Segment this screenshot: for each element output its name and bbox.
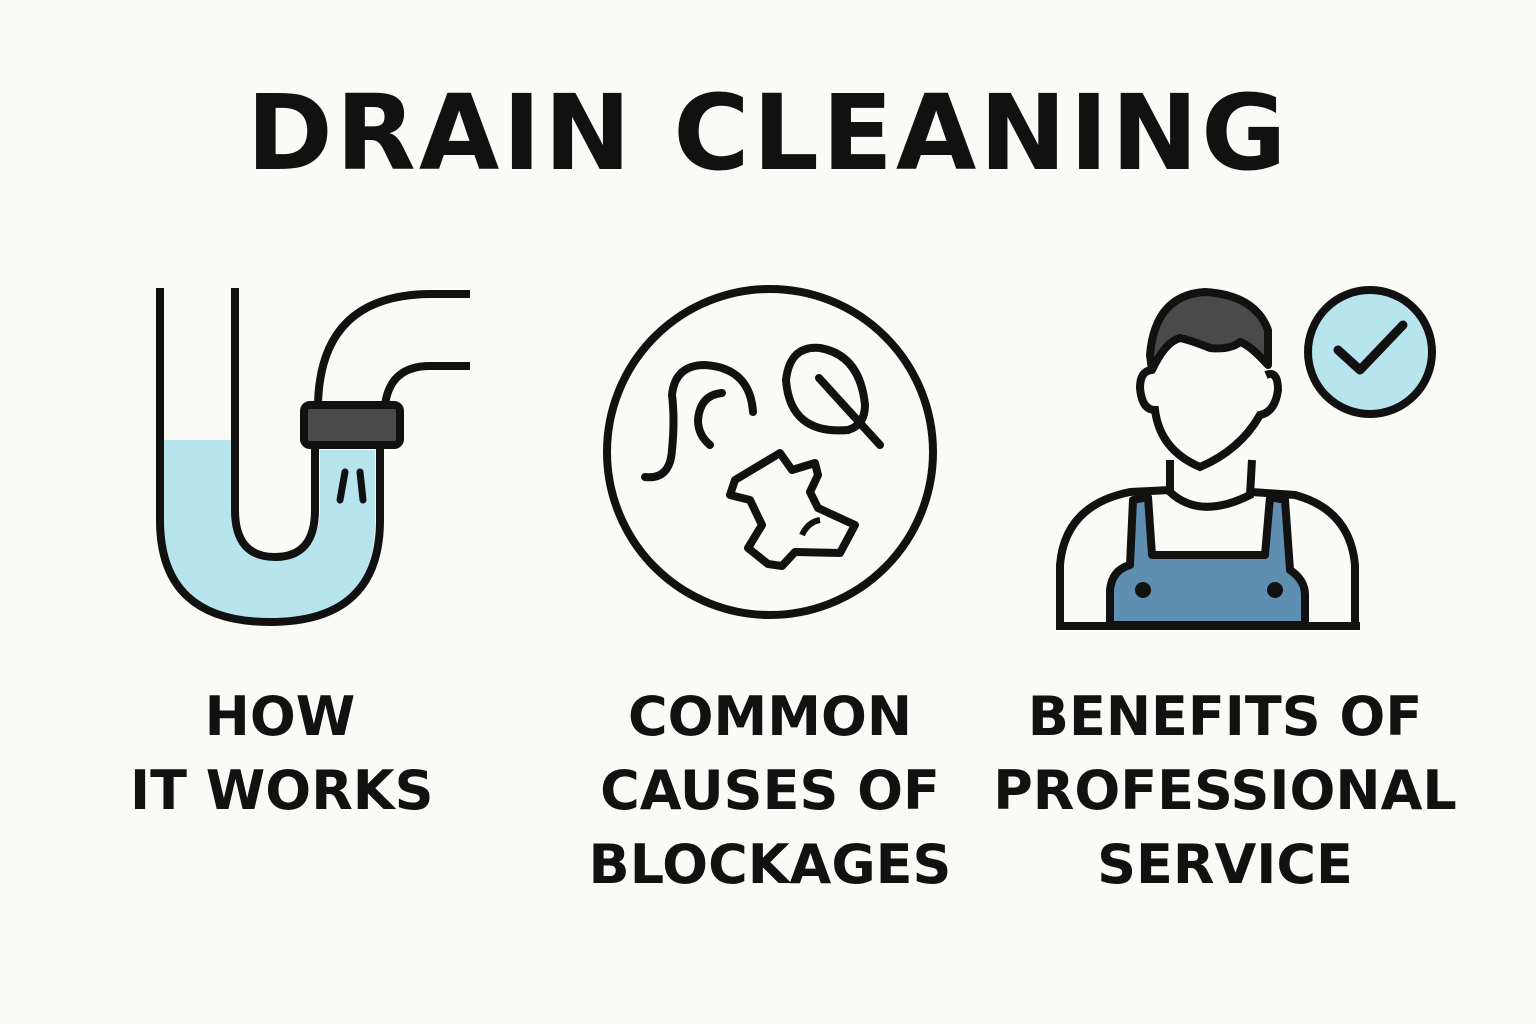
caption-line: BENEFITS OF	[1027, 685, 1423, 748]
caption-benefits: BENEFITS OF PROFESSIONAL SERVICE	[990, 680, 1460, 902]
caption-line: COMMON	[627, 685, 913, 748]
debris-circle-icon	[603, 285, 937, 619]
caption-common-causes: COMMON CAUSES OF BLOCKAGES	[570, 680, 970, 902]
caption-line: IT WORKS	[130, 759, 434, 822]
caption-line: PROFESSIONAL	[993, 759, 1457, 822]
caption-line: CAUSES OF	[600, 759, 940, 822]
caption-how-it-works: HOW IT WORKS	[130, 680, 434, 828]
caption-line: BLOCKAGES	[588, 833, 952, 896]
plumber-check-icon	[1056, 286, 1436, 630]
caption-line: HOW	[204, 685, 356, 748]
caption-line: SERVICE	[1097, 833, 1353, 896]
pipe-trap-icon	[156, 288, 470, 627]
page-title: DRAIN CLEANING	[246, 72, 1290, 194]
